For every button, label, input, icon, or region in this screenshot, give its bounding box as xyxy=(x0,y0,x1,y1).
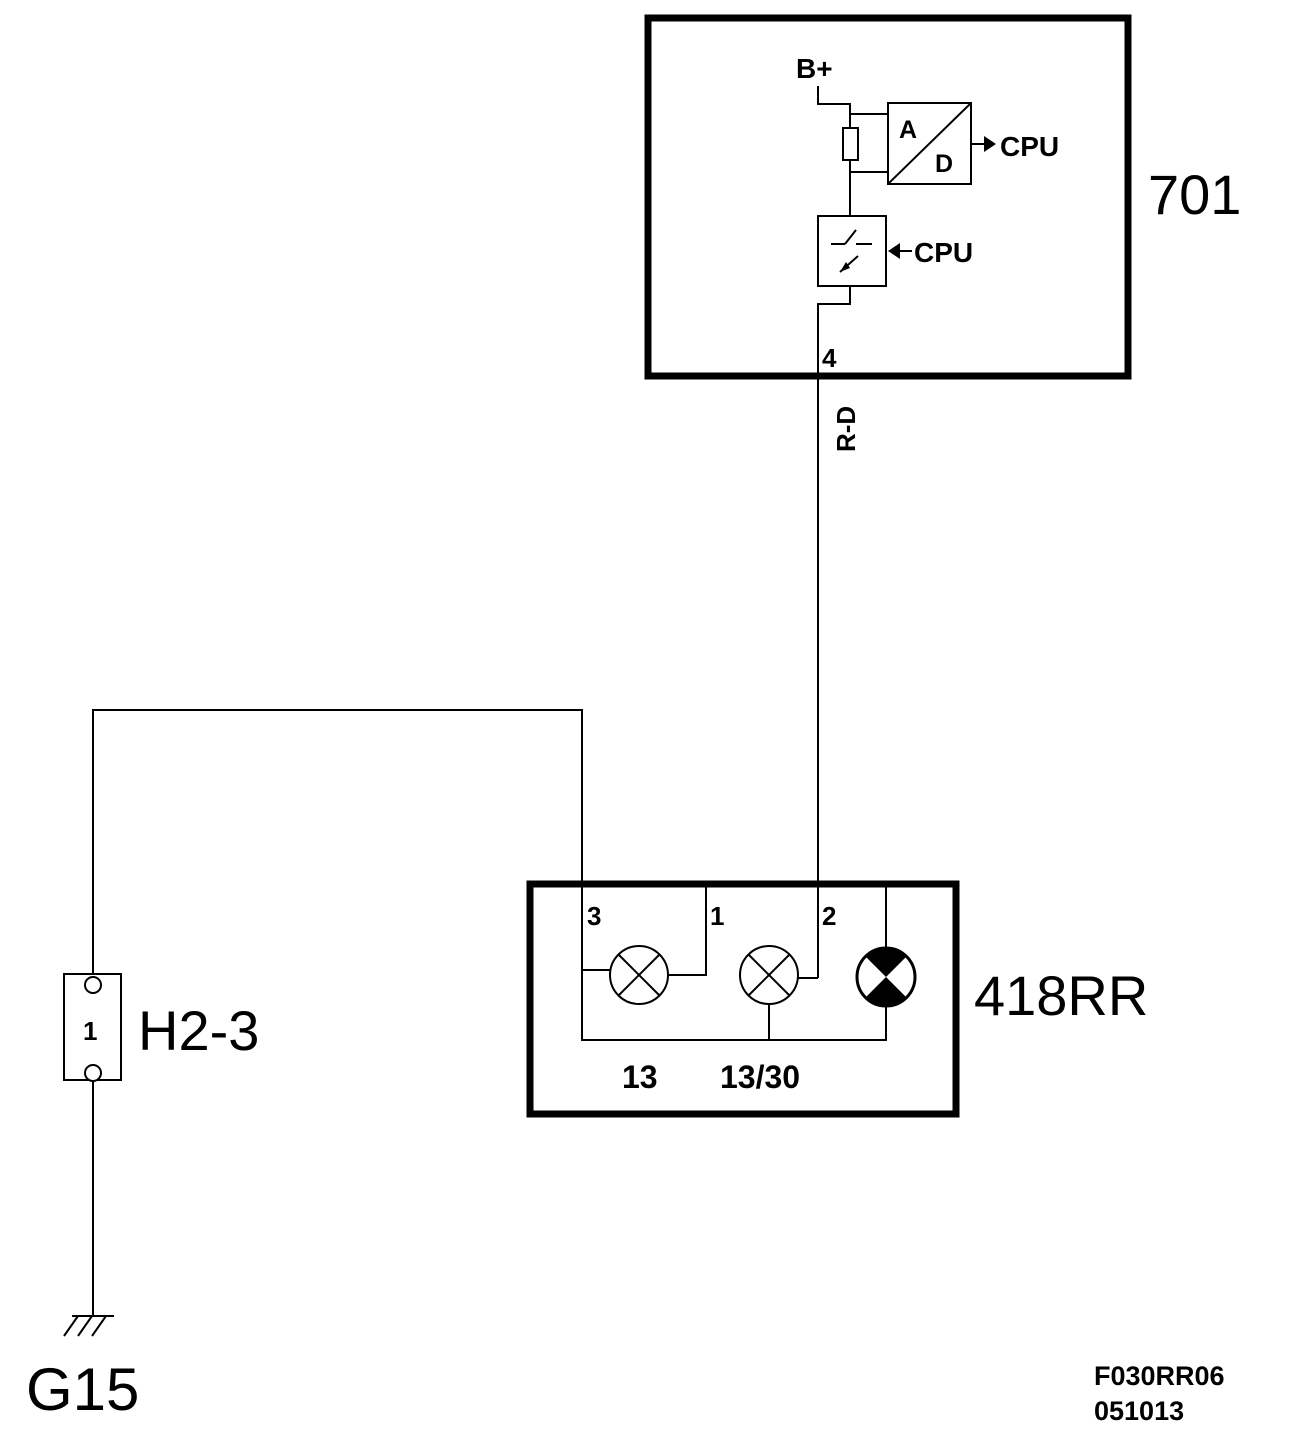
driver-switch-icon xyxy=(817,215,887,287)
adc-label-a: A xyxy=(899,116,917,144)
module-pin-label: 4 xyxy=(822,343,837,373)
led-indicator-icon xyxy=(855,946,917,1008)
lamp-unit-box xyxy=(526,880,960,1118)
adc-output-arrow-icon xyxy=(984,136,996,152)
pin3-internal-wire xyxy=(581,884,887,1041)
supply-wire xyxy=(817,86,851,128)
module-701: 701 B+ A D CPU CPU xyxy=(644,14,1241,380)
date-code: 051013 xyxy=(1094,1396,1184,1426)
bulb-icon xyxy=(609,945,669,1005)
module-701-label: 701 xyxy=(1148,163,1241,226)
lamp-pin-2-label: 2 xyxy=(822,901,836,931)
lamp-unit-label: 418RR xyxy=(974,964,1148,1027)
ground-icon xyxy=(63,1315,114,1337)
wire-color-label: R-D xyxy=(831,406,861,452)
adc-output-label: CPU xyxy=(1000,131,1059,162)
lamp-unit-418rr: 418RR 3 1 2 13 13/30 xyxy=(526,880,1148,1118)
driver-input-label: CPU xyxy=(914,237,973,268)
connector-h2-3: 1 H2-3 xyxy=(63,973,259,1082)
connector-terminal-icon xyxy=(84,976,102,994)
lamp-pin-3-label: 3 xyxy=(587,901,601,931)
connector-pin-label: 1 xyxy=(83,1016,97,1046)
connector-terminal-icon xyxy=(84,1064,102,1082)
resistor-icon xyxy=(842,127,859,161)
driver-output-wire xyxy=(817,286,851,376)
adc-converter-icon: A D xyxy=(887,102,972,185)
wire-pin3-to-connector xyxy=(92,709,583,978)
lamp-pin-1-label: 1 xyxy=(710,901,724,931)
ground-label: G15 xyxy=(26,1356,139,1423)
drawing-code: F030RR06 xyxy=(1094,1361,1225,1391)
module-701-box xyxy=(644,14,1132,380)
connector-label: H2-3 xyxy=(138,999,259,1062)
bulb-icon xyxy=(739,945,799,1005)
supply-label: B+ xyxy=(796,53,833,84)
adc-label-d: D xyxy=(935,150,953,178)
lamp-pin-13-30-label: 13/30 xyxy=(720,1059,800,1095)
lamp-pin-13-label: 13 xyxy=(622,1059,658,1095)
driver-input-arrow-icon xyxy=(888,243,900,259)
pin1-internal-wire xyxy=(668,884,707,976)
